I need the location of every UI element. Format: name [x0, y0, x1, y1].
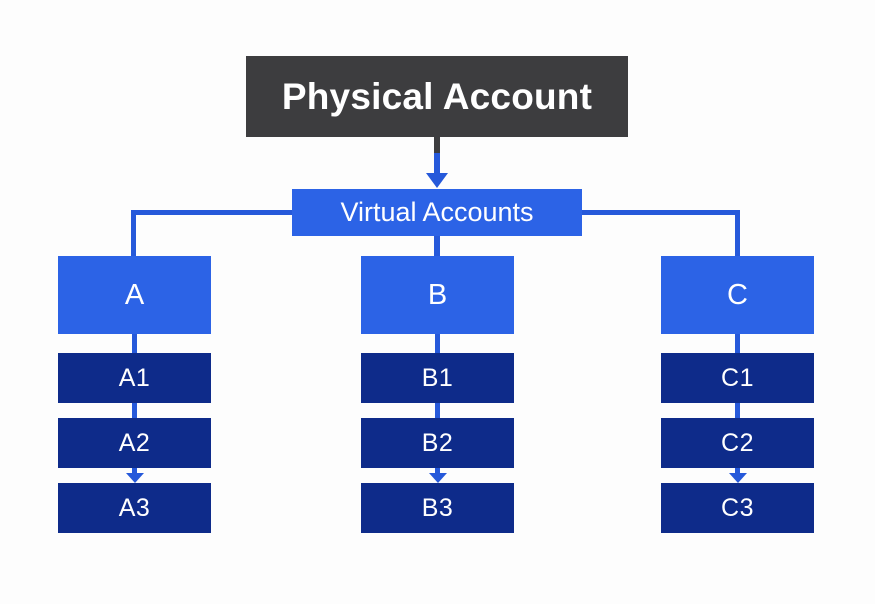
connector-stem-blue [434, 153, 440, 174]
column-connector [58, 334, 211, 353]
column-connector [361, 334, 514, 353]
account-box-a: A [58, 256, 211, 334]
connector-stem-gray [434, 137, 440, 154]
account-box-b: B [361, 256, 514, 334]
column-connector [361, 403, 514, 418]
arrowhead-down-icon [125, 473, 144, 483]
arrowhead-down-icon [426, 173, 448, 188]
sub-account-a3: A3 [58, 483, 211, 533]
column-connector [58, 403, 211, 418]
connector-drop-c [735, 210, 740, 256]
column-connector-arrow [361, 468, 514, 483]
account-box-c: C [661, 256, 814, 334]
column-connector [661, 334, 814, 353]
sub-account-a1: A1 [58, 353, 211, 403]
connector-right-horizontal [582, 210, 740, 215]
sub-account-b3: B3 [361, 483, 514, 533]
sub-account-c2: C2 [661, 418, 814, 468]
arrowhead-down-icon [428, 473, 447, 483]
sub-account-c3: C3 [661, 483, 814, 533]
sub-account-b1: B1 [361, 353, 514, 403]
column-connector-arrow [661, 468, 814, 483]
connector-drop-a [131, 210, 136, 256]
connector-drop-b [434, 236, 440, 256]
column-connector [661, 403, 814, 418]
column-b: B B1 B2 B3 [361, 256, 514, 533]
sub-account-b2: B2 [361, 418, 514, 468]
sub-account-a2: A2 [58, 418, 211, 468]
column-c: C C1 C2 C3 [661, 256, 814, 533]
arrowhead-down-icon [728, 473, 747, 483]
sub-account-c1: C1 [661, 353, 814, 403]
column-connector-arrow [58, 468, 211, 483]
connector-left-horizontal [131, 210, 292, 215]
physical-account-box: Physical Account [246, 56, 628, 137]
column-a: A A1 A2 A3 [58, 256, 211, 533]
virtual-accounts-box: Virtual Accounts [292, 189, 582, 236]
